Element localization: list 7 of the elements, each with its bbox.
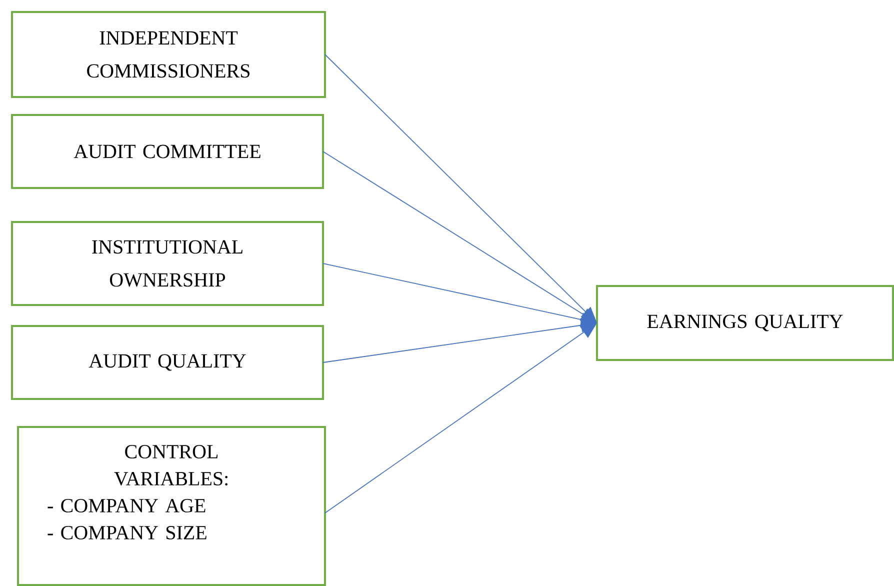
box: AUDIT QUALITY	[11, 325, 324, 400]
box: CONTROL VARIABLES: - COMPANY AGE - COMPANY SIZE	[17, 426, 326, 586]
box: AUDIT COMMITTEE	[11, 114, 324, 189]
box: INDEPENDENT COMMISSIONERS	[11, 11, 326, 98]
box: INSTITUTIONAL OWNERSHIP	[11, 221, 324, 306]
arrow	[324, 323, 597, 514]
box: EARNINGS QUALITY	[596, 285, 894, 361]
